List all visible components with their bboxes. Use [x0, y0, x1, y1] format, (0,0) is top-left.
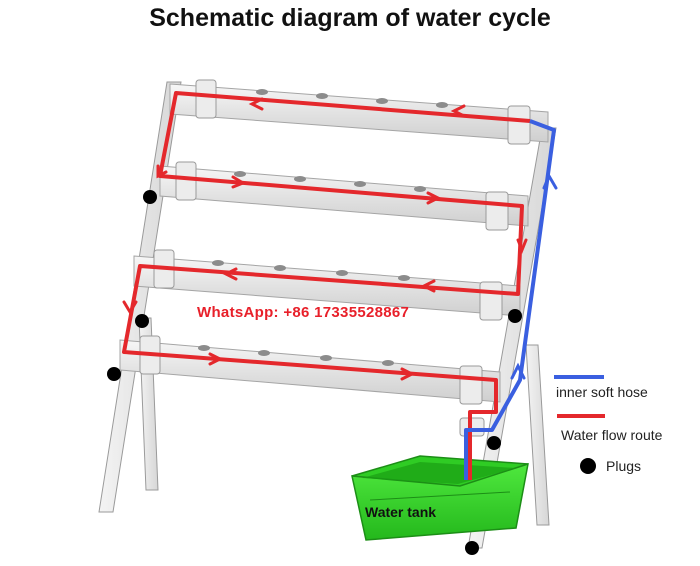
inner-soft-hose: [464, 119, 556, 480]
page-title: Schematic diagram of water cycle: [149, 4, 551, 32]
legend-hose-label: inner soft hose: [556, 384, 648, 400]
pipe-row-4: [119, 339, 501, 403]
plug-5: [487, 436, 501, 450]
plug-3: [107, 367, 121, 381]
water-tank-label: Water tank: [365, 504, 437, 520]
whatsapp-watermark: WhatsApp: +86 17335528867: [197, 304, 410, 321]
legend-plug-marker: [580, 458, 596, 474]
left-front-leg: [98, 81, 182, 513]
water-tank: [351, 455, 529, 541]
pipe-row-1: [169, 83, 549, 143]
pipe-row-2: [159, 165, 529, 227]
legend-plug-label: Plugs: [606, 458, 642, 474]
pipe-joints: [139, 79, 531, 437]
hose-arrows: [510, 172, 558, 380]
water-flow-route: [122, 91, 531, 480]
legend-flow-label: Water flow route: [561, 427, 663, 443]
plug-2: [135, 314, 149, 328]
plug-1: [143, 190, 157, 204]
planting-holes: [198, 89, 448, 366]
plug-4: [508, 309, 522, 323]
pipes: [119, 83, 549, 403]
legend: [554, 375, 605, 474]
right-rear-leg: [525, 344, 550, 526]
flow-arrows: [122, 97, 528, 381]
plugs: [107, 190, 522, 555]
plug-6: [465, 541, 479, 555]
